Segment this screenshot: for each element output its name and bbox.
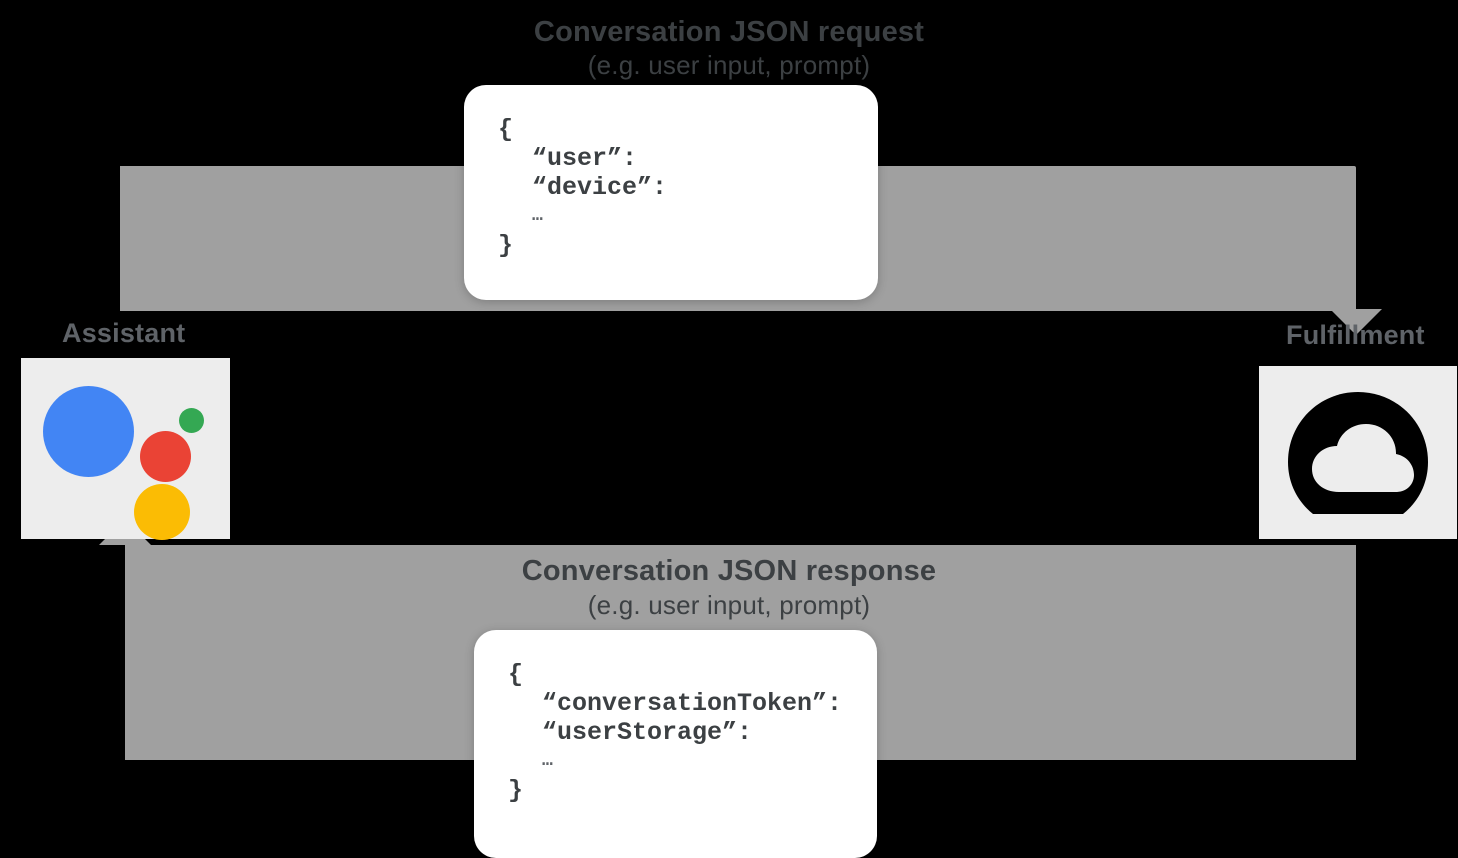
request-json-card: { “user”:“device”: …} [464,85,878,300]
json-line: { [508,660,524,689]
cloud-icon [1283,388,1433,518]
json-line: “user”: [532,144,638,173]
json-line: … [542,751,555,771]
request-flow-subtitle: (e.g. user input, prompt) [587,50,871,80]
response-flow-title: Conversation JSON response [521,555,937,587]
response-flow-subtitle: (e.g. user input, prompt) [587,590,871,620]
assistant-blue-dot-icon [43,385,134,477]
request-flow-arrowhead-icon [1330,309,1382,335]
assistant-green-dot-icon [179,407,204,433]
assistant-yellow-dot-icon [134,483,190,540]
json-line: “userStorage”: [542,718,753,747]
request-flow-title: Conversation JSON request [533,16,925,48]
assistant-label: Assistant [62,318,186,348]
response-json-card: { “conversationToken”:“userStorage”: …} [474,630,877,858]
fulfillment-endpoint-tile [1259,366,1457,539]
assistant-red-dot-icon [140,430,191,482]
json-line: } [498,231,514,260]
assistant-endpoint-tile [21,358,230,540]
json-line: } [508,776,524,805]
json-line: … [532,206,545,226]
fulfillment-label: Fulfillment [1286,320,1425,350]
json-line: “conversationToken”: [542,689,843,718]
google-assistant-icon [38,374,213,540]
json-line: “device”: [532,173,668,202]
json-line: { [498,115,514,144]
